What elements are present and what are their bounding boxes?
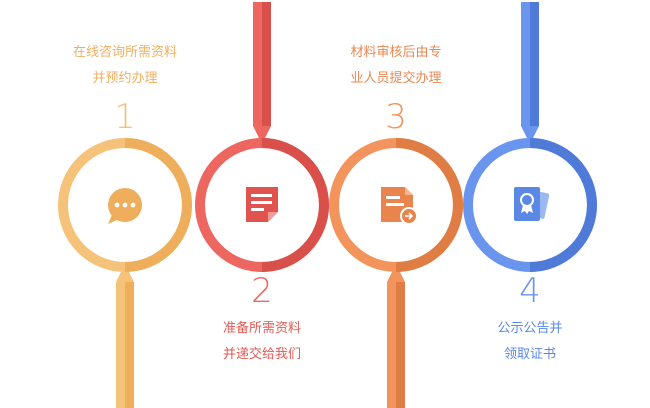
step-4-pencil-tip <box>521 126 539 144</box>
step-4-line1: 公示公告并 <box>497 321 563 336</box>
step-1-line2: 并预约办理 <box>92 71 158 86</box>
step-1-text: 在线咨询所需资料 并预约办理 <box>60 40 190 92</box>
step-4-text: 公示公告并 领取证书 <box>465 316 595 368</box>
step-1-pencil-shade <box>125 282 134 408</box>
step-2-number: 2 <box>251 271 273 311</box>
step-2-text: 准备所需资料 并递交给我们 <box>197 316 327 368</box>
step-3-text: 材料审核后由专 业人员提交办理 <box>331 40 461 92</box>
step-3 <box>329 138 463 408</box>
step-1-number: 1 <box>114 97 136 137</box>
step-2-line1: 准备所需资料 <box>222 321 301 336</box>
step-2-pencil-tip <box>253 126 271 144</box>
step-2 <box>195 2 329 272</box>
step-1-line1: 在线咨询所需资料 <box>72 45 177 60</box>
step-3-pencil-tip <box>387 264 405 282</box>
step-1-pencil-tip <box>116 264 134 282</box>
step-2-ring-shade <box>261 138 329 272</box>
step-1 <box>58 138 192 408</box>
chat-bubble-icon <box>108 188 142 224</box>
step-4 <box>463 2 597 272</box>
step-4-line2: 领取证书 <box>503 347 556 362</box>
step-2-pencil-shade <box>262 2 271 126</box>
step-4-ring-shade <box>529 138 597 272</box>
certificate-icon <box>514 187 550 221</box>
step-3-number: 3 <box>385 97 407 137</box>
step-2-line2: 并递交给我们 <box>222 347 301 362</box>
step-4-pencil-shade <box>530 2 539 126</box>
document-submit-icon <box>381 187 418 225</box>
document-icon <box>246 187 278 222</box>
step-3-ring-shade <box>395 138 463 272</box>
step-3-line1: 材料审核后由专 <box>350 45 442 60</box>
step-3-line2: 业人员提交办理 <box>350 71 442 86</box>
step-1-ring-shade <box>124 138 192 272</box>
step-4-number: 4 <box>519 271 541 311</box>
step-3-pencil-shade <box>396 282 405 408</box>
